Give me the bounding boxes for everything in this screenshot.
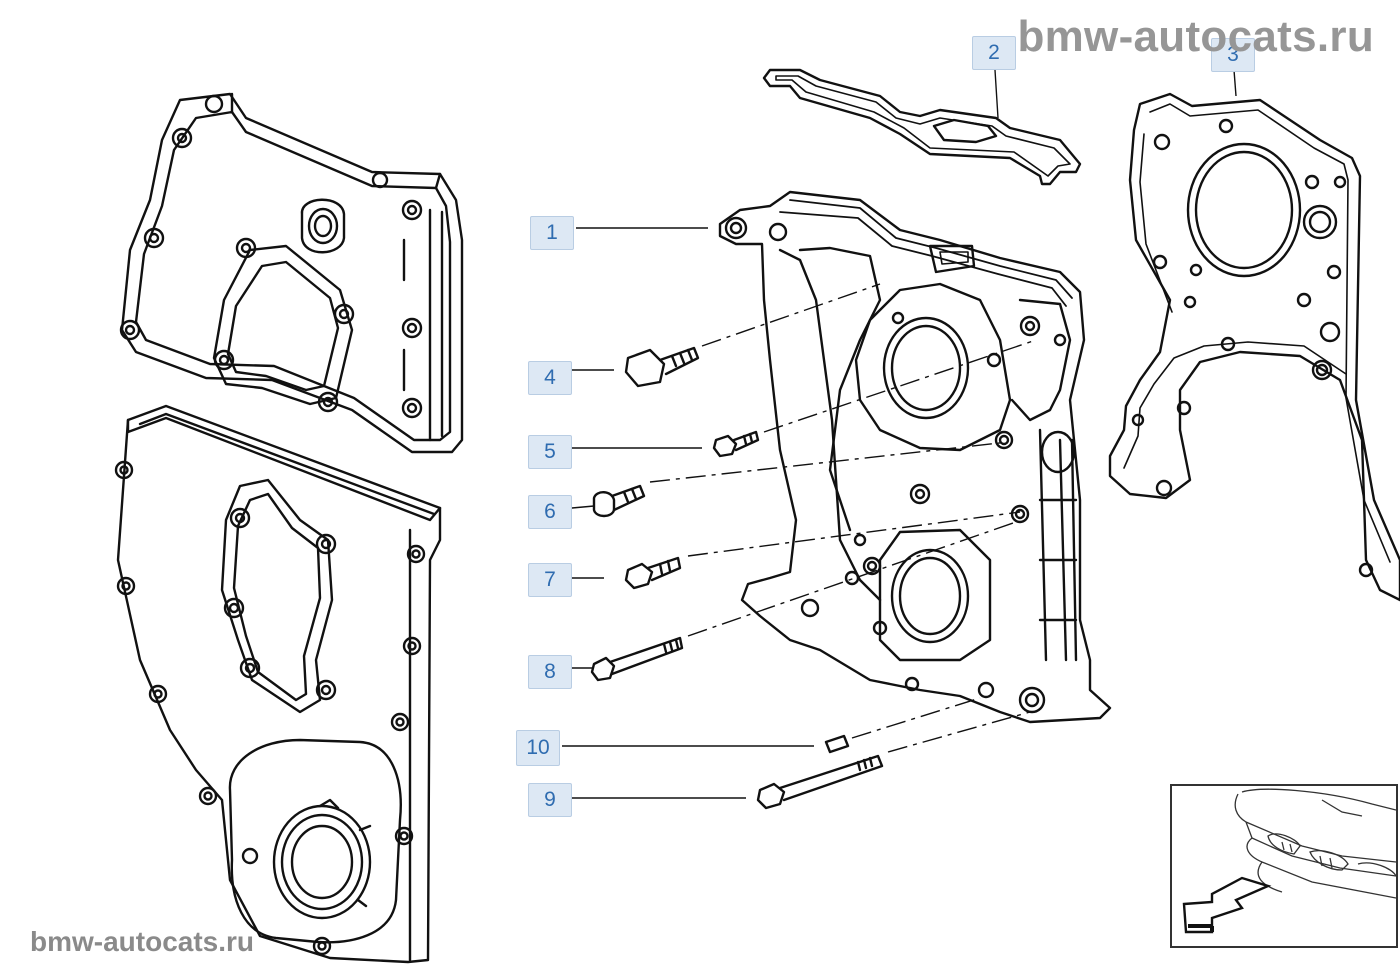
dowel-part-10 <box>824 734 850 754</box>
callout-1[interactable]: 1 <box>530 216 574 250</box>
navigation-thumbnail[interactable] <box>1170 784 1398 948</box>
upper-timing-cover <box>119 92 464 454</box>
callout-8[interactable]: 8 <box>528 655 572 689</box>
bolt-part-5 <box>712 430 760 458</box>
callout-3[interactable]: 3 <box>1211 38 1255 72</box>
bolt-part-8 <box>590 636 684 682</box>
lower-timing-cover <box>114 404 442 964</box>
callout-5[interactable]: 5 <box>528 435 572 469</box>
callout-7[interactable]: 7 <box>528 563 572 597</box>
callout-4[interactable]: 4 <box>528 361 572 395</box>
callout-10[interactable]: 10 <box>516 730 560 766</box>
leader-lines <box>562 69 1237 799</box>
watermark-bottom: bmw-autocats.ru <box>30 926 255 957</box>
assembly-lines <box>649 283 1037 753</box>
bolt-part-7 <box>624 556 682 590</box>
gasket-part-3 <box>1108 92 1400 602</box>
callout-6[interactable]: 6 <box>528 495 572 529</box>
bolt-part-4 <box>624 346 700 388</box>
callout-9[interactable]: 9 <box>528 783 572 817</box>
callout-2[interactable]: 2 <box>972 36 1016 70</box>
watermark-top: bmw-autocats.ru <box>1017 12 1374 61</box>
gasket-part-2 <box>762 68 1082 186</box>
bolt-part-6 <box>592 484 646 518</box>
front-cover-part-1 <box>718 190 1112 724</box>
car-front-thumbnail-icon <box>1182 788 1397 934</box>
bolt-part-9 <box>756 754 884 810</box>
